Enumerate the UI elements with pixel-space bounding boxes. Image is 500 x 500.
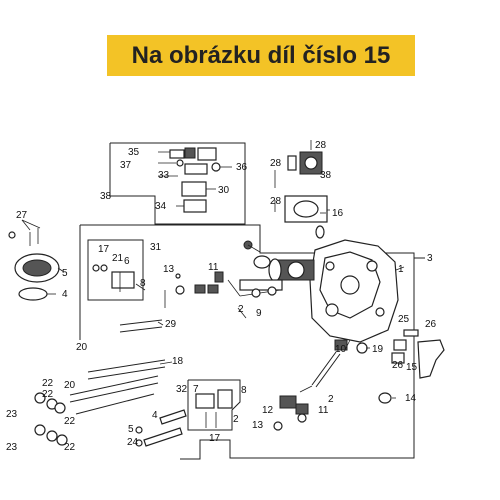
callout-4-bottom: 4 [152, 410, 158, 421]
callout-7: 7 [193, 384, 199, 395]
callout-17-bottom: 17 [209, 433, 221, 444]
callout-labels: 35 37 33 36 30 38 34 28 38 28 28 16 3 1 … [6, 140, 437, 453]
bolts-left [34, 392, 68, 446]
callout-12: 12 [262, 405, 274, 416]
valve-components [164, 271, 281, 319]
title-banner: Na obrázku díl číslo 15 [107, 35, 415, 76]
callout-23-a: 23 [6, 409, 18, 420]
callout-11-right: 11 [318, 405, 329, 416]
callout-38-left: 38 [100, 191, 112, 202]
callout-1: 1 [398, 264, 404, 275]
callout-29: 29 [165, 319, 177, 330]
callout-20-bottom: 20 [64, 380, 76, 391]
callout-24: 24 [127, 437, 139, 448]
callout-6: 6 [124, 256, 130, 267]
callout-22-c: 22 [64, 416, 76, 427]
side-cover [8, 228, 65, 301]
callout-8-top: 8 [140, 278, 146, 289]
callout-25: 25 [398, 314, 410, 325]
callout-38-right: 38 [320, 170, 332, 181]
callout-17-box: 17 [98, 244, 110, 255]
right-lower-parts [273, 329, 445, 431]
callout-3: 3 [427, 253, 433, 264]
callout-4-left: 4 [62, 289, 68, 300]
callout-31: 31 [150, 242, 162, 253]
callout-22-b: 22 [42, 389, 54, 400]
callout-28-a: 28 [270, 158, 282, 169]
callout-5-left: 5 [62, 268, 68, 279]
frame-outlines [79, 142, 425, 460]
callout-13-top: 13 [163, 264, 175, 275]
callout-27: 27 [16, 210, 28, 221]
callout-8-mid: 8 [241, 385, 247, 396]
push-rods [69, 319, 166, 415]
callout-5-bottom: 5 [128, 424, 134, 435]
lower-parts [135, 389, 233, 447]
callout-18: 18 [172, 356, 184, 367]
callout-22-a: 22 [42, 378, 54, 389]
callout-26-a: 26 [425, 319, 437, 330]
callout-37: 37 [120, 160, 132, 171]
callout-2-mid: 2 [233, 414, 239, 425]
callout-30: 30 [218, 185, 230, 196]
callout-2-right: 2 [328, 394, 334, 405]
callout-26-b: 26 [392, 360, 404, 371]
callout-13-bottom: 13 [252, 420, 264, 431]
callout-16: 16 [332, 208, 344, 219]
callout-34: 34 [155, 201, 167, 212]
callout-36: 36 [236, 162, 248, 173]
callout-28-b: 28 [270, 196, 282, 207]
callout-2-top: 2 [238, 304, 244, 315]
callout-23-b: 23 [6, 442, 18, 453]
callout-35: 35 [128, 147, 140, 158]
callout-33: 33 [158, 170, 170, 181]
callout-10: 10 [335, 344, 347, 355]
cylinder-head [239, 239, 399, 343]
callout-leaders [21, 212, 405, 399]
callout-21: 21 [112, 253, 124, 264]
callout-28-top: 28 [315, 140, 327, 151]
callout-9: 9 [256, 308, 262, 319]
callout-20-top: 20 [76, 342, 88, 353]
callout-32: 32 [176, 384, 188, 395]
banner-title: Na obrázku díl číslo 15 [131, 41, 391, 69]
callout-22-d: 22 [64, 442, 76, 453]
callout-11-top: 11 [208, 262, 219, 273]
callout-19: 19 [372, 344, 384, 355]
callout-14: 14 [405, 393, 417, 404]
callout-15: 15 [406, 362, 418, 373]
rocker-assembly [158, 140, 330, 239]
rocker-arm-parts [92, 264, 146, 292]
